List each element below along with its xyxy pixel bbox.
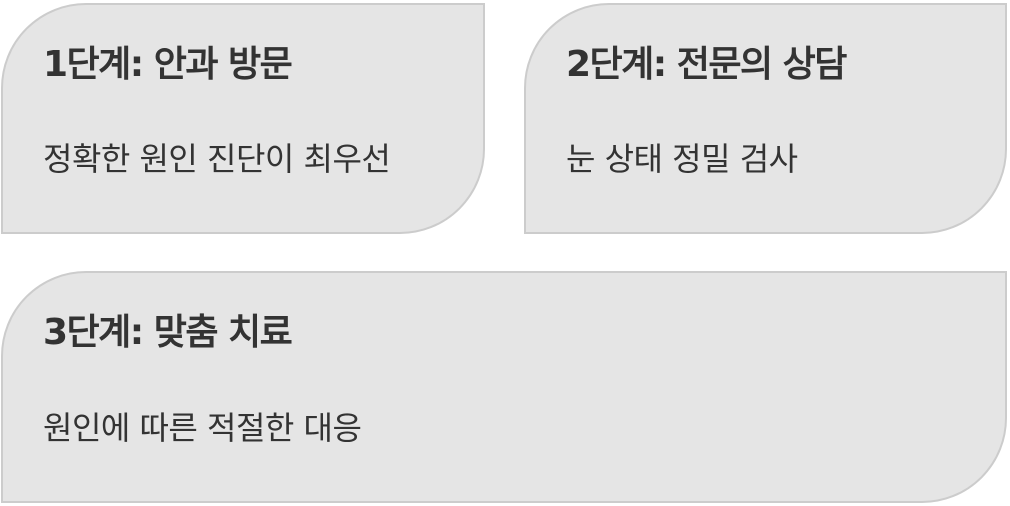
step-description: 눈 상태 정밀 검사	[566, 140, 798, 178]
step-card-1: 1단계: 안과 방문 정확한 원인 진단이 최우선	[1, 3, 485, 234]
step-title: 2단계: 전문의 상담	[566, 44, 847, 85]
step-title: 1단계: 안과 방문	[43, 44, 293, 85]
step-description: 원인에 따른 적절한 대응	[43, 409, 362, 447]
step-title: 3단계: 맞춤 치료	[43, 312, 293, 353]
step-card-3: 3단계: 맞춤 치료 원인에 따른 적절한 대응	[1, 271, 1007, 503]
step-card-2: 2단계: 전문의 상담 눈 상태 정밀 검사	[524, 3, 1007, 234]
step-description: 정확한 원인 진단이 최우선	[43, 140, 391, 178]
